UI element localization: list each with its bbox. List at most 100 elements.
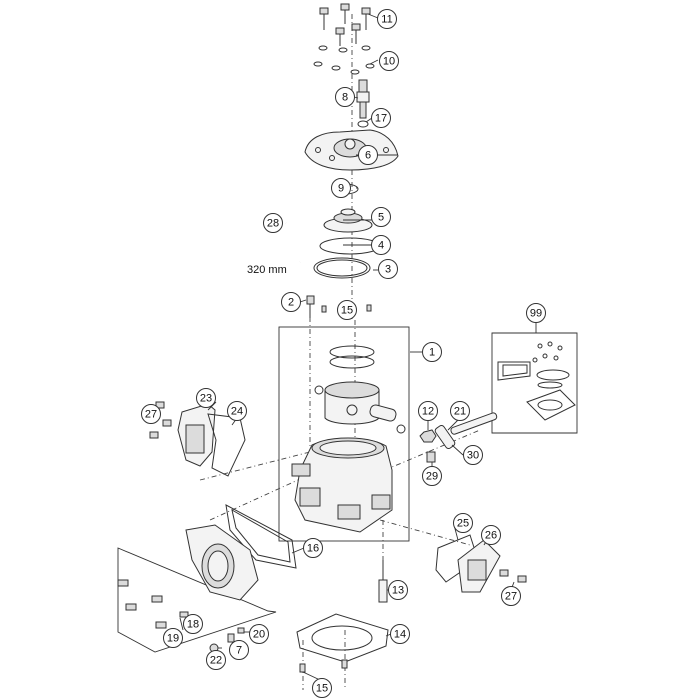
washer-20 <box>237 627 245 634</box>
circlip-left <box>314 385 324 395</box>
tube-30 <box>450 412 498 435</box>
callout-number: 13 <box>392 585 404 597</box>
stud-7 <box>227 633 235 643</box>
callout-circle <box>371 108 391 128</box>
nut-12 <box>419 429 437 443</box>
callout-c8: 8 <box>335 87 355 107</box>
reed-gasket-16 <box>225 504 297 569</box>
callout-circle <box>358 145 378 165</box>
callout-c10: 10 <box>379 51 399 71</box>
callout-number: 28 <box>267 218 279 230</box>
callout-circle <box>418 401 438 421</box>
spark-plug <box>356 79 370 119</box>
callout-c28: 28 <box>263 213 283 233</box>
callout-circle <box>501 586 521 606</box>
callout-number: 5 <box>378 212 384 224</box>
callout-circle <box>450 401 470 421</box>
callout-circle <box>371 235 391 255</box>
callout-number: 21 <box>454 406 466 418</box>
stud-2 <box>306 295 315 318</box>
callout-circle <box>481 525 501 545</box>
callout-circle <box>312 678 332 698</box>
hose-length-note: 320 mm <box>247 264 287 276</box>
callout-circle <box>229 640 249 660</box>
callout-number: 15 <box>316 683 328 695</box>
callout-c9: 9 <box>331 178 351 198</box>
callout-c13: 13 <box>388 580 408 600</box>
callout-c12: 12 <box>418 401 438 421</box>
callout-c3: 3 <box>378 259 398 279</box>
callout-number: 3 <box>385 264 391 276</box>
callout-number: 22 <box>210 655 222 667</box>
callout-c27b: 27 <box>501 586 521 606</box>
callout-circle <box>390 624 410 644</box>
callout-number: 4 <box>378 240 384 252</box>
callout-circle <box>378 259 398 279</box>
callout-number: 27 <box>505 591 517 603</box>
cylinder-assembly-frame <box>278 326 410 542</box>
piston <box>324 381 380 425</box>
callout-c24: 24 <box>227 401 247 421</box>
callout-c14: 14 <box>390 624 410 644</box>
o-ring-3 <box>313 257 371 279</box>
intake-assembly-frame <box>117 547 277 653</box>
callout-circle <box>377 9 397 29</box>
callout-c16: 16 <box>303 538 323 558</box>
circlip-right <box>396 424 406 434</box>
callout-number: 2 <box>288 297 294 309</box>
callout-number: 15 <box>341 305 353 317</box>
cylinder <box>291 437 393 533</box>
exhaust-cover-26 <box>457 539 501 593</box>
callout-c99: 99 <box>526 303 546 323</box>
callout-number: 23 <box>200 393 212 405</box>
callout-c4: 4 <box>371 235 391 255</box>
gasket-kit-contents <box>497 341 576 421</box>
callout-number: 26 <box>485 530 497 542</box>
center-line-intake <box>199 451 311 481</box>
callout-circle <box>463 445 483 465</box>
callout-circle <box>379 51 399 71</box>
fitting-21 <box>434 424 456 450</box>
callout-number: 29 <box>426 471 438 483</box>
callout-number: 19 <box>167 633 179 645</box>
bolts-27-left <box>149 401 172 439</box>
callout-c15b: 15 <box>312 678 332 698</box>
callout-number: 10 <box>383 56 395 68</box>
callout-number: 11 <box>381 14 392 26</box>
callout-number: 16 <box>307 543 319 555</box>
head-bolts <box>319 3 371 46</box>
intake-bolts <box>117 579 189 629</box>
callout-c27a: 27 <box>141 404 161 424</box>
callout-circle <box>263 213 283 233</box>
center-line-exhaust <box>384 429 481 471</box>
callout-number: 8 <box>342 92 348 104</box>
gasket-kit-frame <box>491 332 578 434</box>
callout-number: 20 <box>253 629 265 641</box>
callout-c21: 21 <box>450 401 470 421</box>
callout-c30: 30 <box>463 445 483 465</box>
callout-circle <box>422 342 442 362</box>
callout-number: 1 <box>429 347 435 359</box>
callout-c11: 11 <box>377 9 397 29</box>
callout-number: 99 <box>530 308 542 320</box>
callout-c20: 20 <box>249 624 269 644</box>
callout-number: 17 <box>375 113 387 125</box>
fitting-29 <box>426 451 436 463</box>
callout-circle <box>371 207 391 227</box>
o-ring-4 <box>319 237 381 255</box>
piston-ring-2 <box>329 355 375 369</box>
callout-number: 27 <box>145 409 157 421</box>
callout-circle <box>422 466 442 486</box>
callout-labels: 11 10 8 17 6 9 5 28 43 2 15 99 1 23 27 24 12 21 30 29 25 26 16… <box>141 9 546 698</box>
piston-pin <box>369 404 397 422</box>
callout-circle <box>163 628 183 648</box>
callout-number: 30 <box>467 450 479 462</box>
callout-circle <box>196 388 216 408</box>
callout-circle <box>141 404 161 424</box>
callout-number: 12 <box>422 406 434 418</box>
callout-c15a: 15 <box>337 300 357 320</box>
bolts-27-right <box>499 569 527 583</box>
cylinder-head <box>304 129 399 171</box>
callout-number: 6 <box>365 150 371 162</box>
callout-number: 25 <box>457 518 469 530</box>
